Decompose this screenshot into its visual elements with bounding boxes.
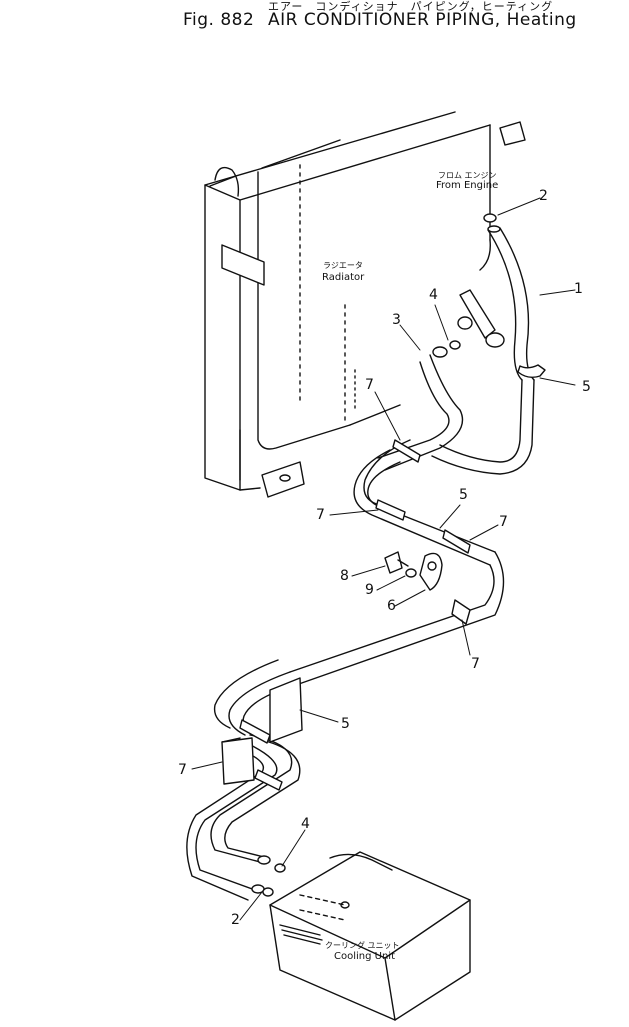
callout-8: 8 xyxy=(340,568,349,584)
callout-6: 6 xyxy=(387,598,396,614)
callout-4-upper: 4 xyxy=(429,287,438,303)
from-engine-label-jp: フロム エンジン xyxy=(438,171,497,180)
callout-7-left: 7 xyxy=(316,507,325,523)
header-japanese: エアー コンディショナ パイピング，ヒーティング xyxy=(268,0,554,13)
leader-lines xyxy=(191,197,576,921)
radiator-label-jp: ラジエータ xyxy=(323,261,363,270)
callout-7-top: 7 xyxy=(365,377,374,393)
clamp-5-upper xyxy=(517,364,546,379)
callout-9: 9 xyxy=(365,582,374,598)
callout-3: 3 xyxy=(392,312,401,328)
figure-number: Fig. 882 xyxy=(183,10,255,30)
cooling-unit-label: Cooling Unit xyxy=(334,951,395,962)
hose-1-from-engine xyxy=(431,213,535,475)
clamps xyxy=(221,439,471,791)
cooling-unit xyxy=(269,851,471,1021)
from-engine-label: From Engine xyxy=(436,180,499,191)
callout-7-lower: 7 xyxy=(178,762,187,778)
hose-middle-run xyxy=(213,439,505,736)
callout-7-right: 7 xyxy=(499,514,508,530)
figure-title: AIR CONDITIONER PIPING, Heating xyxy=(268,10,577,30)
bolt-washer-clip xyxy=(384,551,443,591)
callout-2-upper: 2 xyxy=(539,188,548,204)
callout-5-lower: 5 xyxy=(341,716,350,732)
plate-5-middle xyxy=(269,677,303,743)
plate-7-lower xyxy=(221,737,255,785)
callout-2-lower: 2 xyxy=(231,912,240,928)
callout-5-middle: 5 xyxy=(459,487,468,503)
callout-1: 1 xyxy=(574,281,583,297)
hose-3 xyxy=(377,340,464,471)
cooling-unit-label-jp: クーリング ユニット xyxy=(325,941,400,950)
callout-5-upper: 5 xyxy=(582,379,591,395)
radiator-label: Radiator xyxy=(322,272,365,283)
callout-4-lower: 4 xyxy=(301,816,310,832)
callout-7-center: 7 xyxy=(471,656,480,672)
